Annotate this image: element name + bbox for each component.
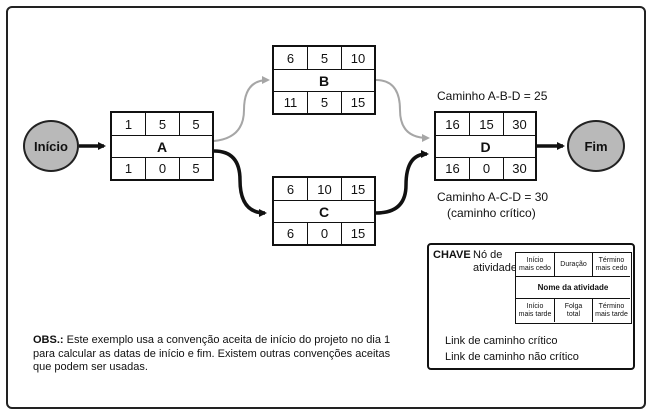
node-b-ef: 10	[342, 47, 374, 70]
node-c-name: C	[274, 201, 374, 223]
node-a-lf: 5	[192, 161, 200, 176]
node-d-lf: 30	[512, 161, 527, 176]
observation-note: OBS.: Este exemplo usa a convenção aceit…	[33, 334, 403, 375]
activity-node-b: 6 5 10 B 11 5 15	[272, 45, 376, 115]
node-a-dur: 5	[146, 113, 180, 136]
end-node: Fim	[567, 120, 625, 172]
legend-node-label-2: atividade	[473, 262, 518, 274]
legend-es-cell: Início mais cedo	[516, 253, 555, 277]
legend-noncritical-label: Link de caminho não crítico	[445, 351, 579, 363]
node-c-es: 6	[274, 178, 308, 201]
path-label-critical-note: (caminho crítico)	[447, 206, 536, 220]
link-a-c	[213, 149, 267, 217]
legend-ls-line1: Início	[526, 302, 544, 310]
legend-slack-line2: total	[566, 310, 581, 318]
node-a-slack: 0	[146, 158, 180, 179]
legend-critical-label: Link de caminho crítico	[445, 335, 558, 347]
node-a-ls: 1	[112, 158, 146, 179]
node-c-slack: 0	[308, 223, 342, 244]
legend-ls-cell: Início mais tarde	[516, 299, 555, 322]
node-b-lf: 15	[350, 95, 366, 110]
legend-slack-line1: Folga	[564, 302, 583, 310]
node-d-ls: 16	[436, 158, 470, 179]
legend-ef-cell: Término mais cedo	[593, 253, 630, 277]
path-label-abd: Caminho A-B-D = 25	[437, 89, 548, 103]
node-b-slack: 5	[308, 92, 342, 113]
activity-node-d: 16 15 30 D 16 0 30	[434, 111, 537, 181]
node-c-ef: 15	[342, 178, 374, 201]
legend-lf-cell: Término mais tarde	[593, 299, 630, 322]
node-d-es: 16	[436, 113, 470, 136]
path-label-acd: Caminho A-C-D = 30	[437, 190, 549, 204]
legend-ef-line2: mais cedo	[595, 264, 628, 272]
node-d-ef: 30	[504, 113, 535, 136]
node-b-name: B	[274, 70, 374, 92]
legend-ls-line2: mais tarde	[518, 310, 552, 318]
legend-es-line2: mais cedo	[519, 264, 551, 272]
legend-name-cell: Nome da atividade	[516, 277, 630, 299]
link-a-b	[213, 76, 270, 142]
node-c-ls: 6	[274, 223, 308, 244]
legend-es-line1: Início	[526, 256, 544, 264]
node-d-dur: 15	[470, 113, 504, 136]
node-a-es: 1	[112, 113, 146, 136]
legend-key: CHAVE Nó de atividade Início mais cedo D…	[427, 243, 635, 370]
legend-node-label-1: Nó de	[473, 249, 503, 261]
legend-lf-line1: Término	[598, 302, 625, 310]
node-d-name: D	[436, 136, 535, 158]
node-b-es: 6	[274, 47, 308, 70]
node-b-ls: 11	[274, 92, 308, 113]
obs-label: OBS.:	[33, 334, 64, 346]
obs-text: Este exemplo usa a convenção aceita de i…	[33, 334, 391, 373]
activity-node-a: 1 5 5 A 1 0 5	[110, 111, 214, 181]
activity-node-c: 6 10 15 C 6 0 15	[272, 176, 376, 246]
legend-ef-line1: Término	[598, 256, 625, 264]
legend-lf-line2: mais tarde	[595, 310, 628, 318]
node-d-slack: 0	[470, 158, 504, 179]
node-c-dur: 10	[308, 178, 342, 201]
start-node: Início	[23, 120, 79, 172]
node-b-dur: 5	[308, 47, 342, 70]
node-a-ef: 5	[180, 113, 212, 136]
legend-node-template: Início mais cedo Duração Término mais ce…	[515, 252, 632, 324]
legend-dur-cell: Duração	[555, 253, 593, 277]
legend-slack-cell: Folga total	[555, 299, 593, 322]
link-b-d	[375, 79, 430, 142]
node-a-name: A	[112, 136, 212, 158]
node-c-lf: 15	[350, 226, 366, 241]
link-c-d	[375, 150, 429, 215]
legend-title: CHAVE	[433, 249, 471, 261]
